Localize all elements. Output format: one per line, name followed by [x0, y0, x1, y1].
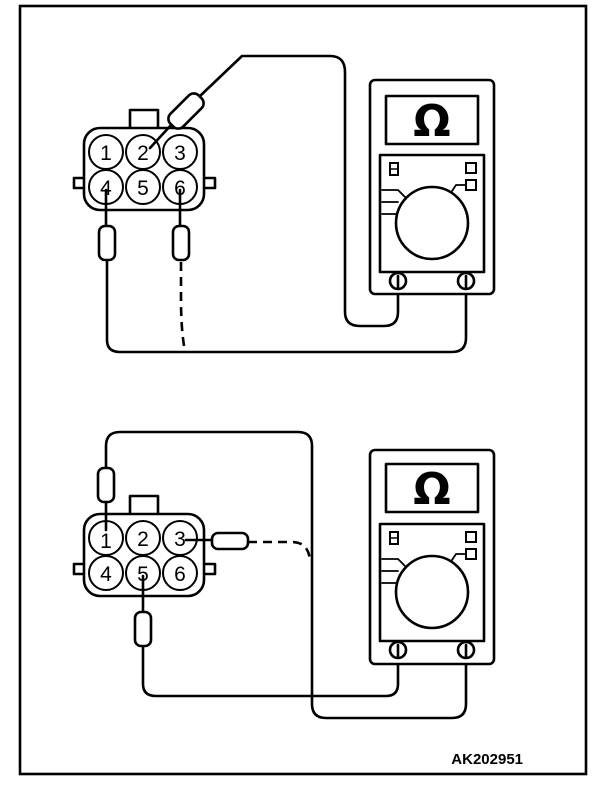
- ohm-symbol: Ω: [413, 96, 450, 147]
- probe-tip-pin-2: [148, 122, 174, 150]
- connector-icon: 1 2 3 4 5 6: [72, 108, 217, 212]
- bottom-test-setup: 1 2 3 4 5 6 Ω: [72, 430, 496, 720]
- multimeter-icon: Ω: [368, 78, 496, 296]
- probe-handle-pin-1: [96, 466, 116, 504]
- bottom-lead-wire-2: [141, 644, 400, 698]
- probe-handle-pin-5: [133, 610, 153, 648]
- top-lead-wire-2: [105, 260, 468, 354]
- multimeter-display: [384, 94, 480, 146]
- multimeter-button-2: [465, 179, 477, 191]
- test-probe-icon: [184, 531, 250, 551]
- multimeter-dial: [394, 554, 470, 630]
- top-lead-wire-dashed: [179, 262, 187, 353]
- multimeter-button-1: [465, 531, 477, 543]
- probe-handle-pin-3: [210, 531, 250, 551]
- pin-2-label: 2: [137, 528, 149, 551]
- test-probe-icon: [133, 574, 153, 648]
- pin-5: [125, 169, 161, 205]
- multimeter-button-1: [465, 162, 477, 174]
- multimeter-display: [384, 462, 480, 514]
- test-probe-icon: [97, 188, 117, 262]
- probe-handle-pin-4: [97, 224, 117, 262]
- multimeter-dial: [394, 185, 470, 261]
- multimeter-button-2: [465, 548, 477, 560]
- pin-4-label: 4: [100, 563, 112, 586]
- pin-6: [162, 555, 198, 591]
- pin-5-label: 5: [137, 563, 149, 586]
- pin-3-label: 3: [174, 142, 186, 165]
- test-probe-icon: [96, 466, 116, 532]
- pin-2-label: 2: [137, 142, 149, 165]
- connector-icon: 1 2 3 4 5 6: [72, 494, 217, 598]
- top-test-setup: 1 2 3 4 5 6 Ω: [72, 54, 496, 354]
- bottom-lead-wire-1: [104, 430, 468, 720]
- top-lead-wire-1: [198, 54, 400, 328]
- pin-4: [88, 555, 124, 591]
- test-probe-icon: [148, 92, 205, 150]
- figure-frame: [18, 4, 588, 776]
- figure-code: AK202951: [451, 751, 523, 768]
- ohm-symbol: Ω: [413, 464, 450, 515]
- pin-5-label: 5: [137, 177, 149, 200]
- bottom-lead-wire-dashed: [248, 540, 312, 561]
- pin-6-label: 6: [174, 563, 186, 586]
- pin-3-label: 3: [174, 528, 186, 551]
- pin-1-label: 1: [100, 530, 112, 553]
- pin-1-label: 1: [100, 142, 112, 165]
- pin-6-label: 6: [174, 177, 186, 200]
- probe-handle-pin-2: [167, 92, 205, 130]
- test-probe-icon: [171, 188, 191, 262]
- pin-4-label: 4: [100, 177, 112, 200]
- multimeter-icon: Ω: [368, 448, 496, 666]
- probe-handle-pin-6: [171, 224, 191, 262]
